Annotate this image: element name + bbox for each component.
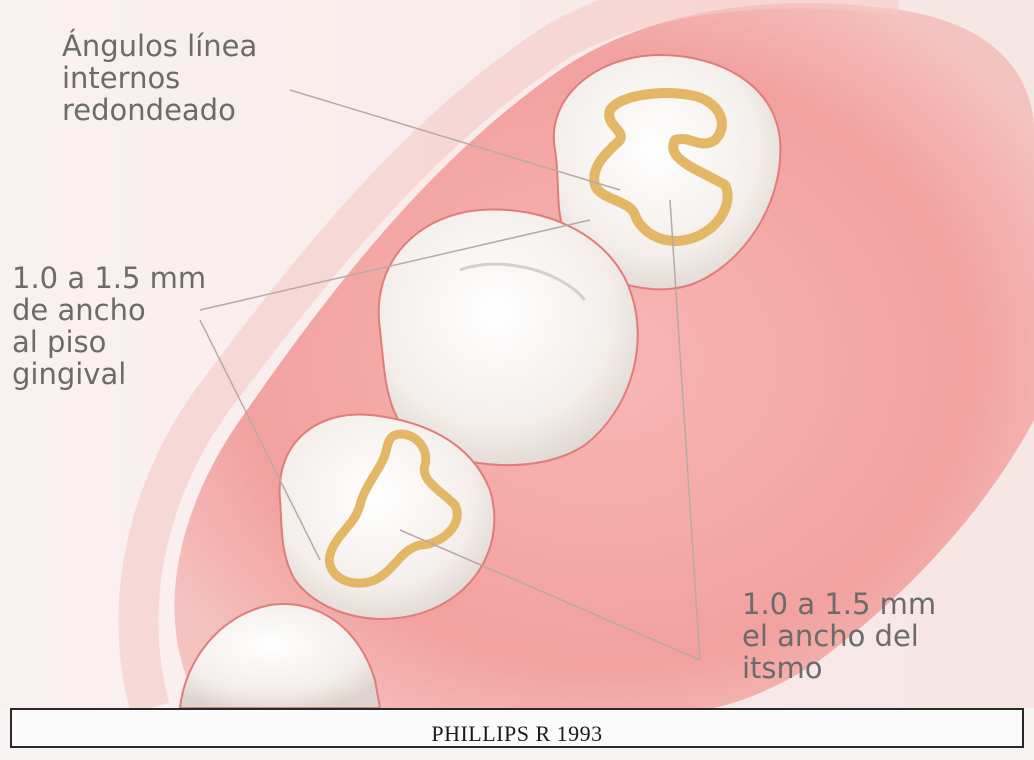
caption-text: PHILLIPS R 1993 (12, 721, 1022, 747)
label-line: gingival (12, 358, 206, 390)
label-gingival-floor-width: 1.0 a 1.5 mm de ancho al piso gingival (12, 262, 206, 390)
label-line: itsmo (742, 652, 936, 684)
label-line: redondeado (62, 94, 257, 126)
label-line: de ancho (12, 294, 206, 326)
label-line: el ancho del (742, 620, 936, 652)
label-line: al piso (12, 326, 206, 358)
label-line: Ángulos línea (62, 30, 257, 62)
caption-box: PHILLIPS R 1993 (10, 708, 1024, 748)
label-rounded-internal-line-angles: Ángulos línea internos redondeado (62, 30, 257, 126)
label-line: internos (62, 62, 257, 94)
label-line: 1.0 a 1.5 mm (12, 262, 206, 294)
label-line: 1.0 a 1.5 mm (742, 588, 936, 620)
label-isthmus-width: 1.0 a 1.5 mm el ancho del itsmo (742, 588, 936, 684)
